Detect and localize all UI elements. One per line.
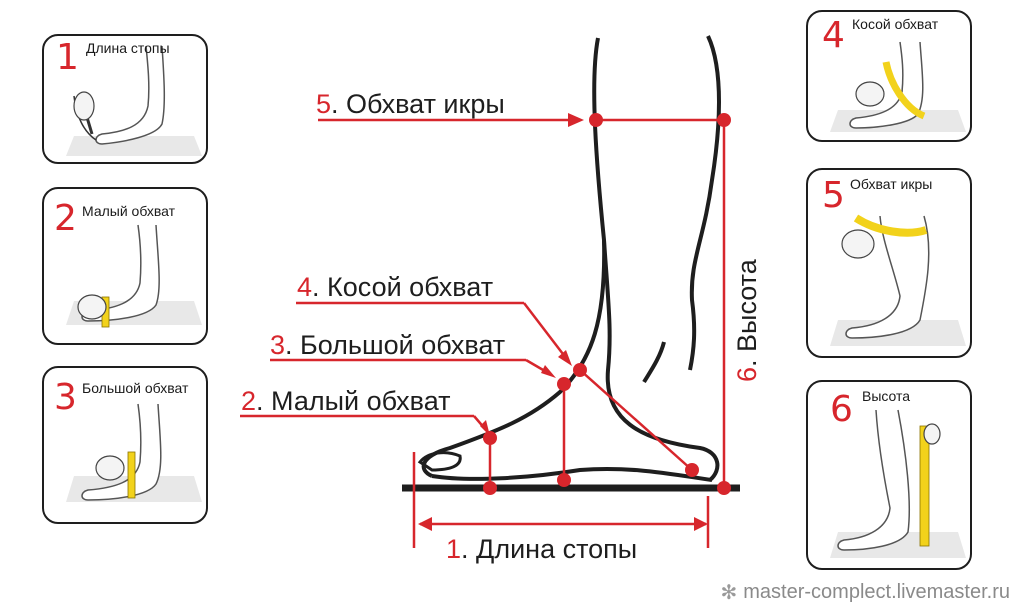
- calf-girth-illustration: [830, 214, 966, 346]
- point-oblique-top: [573, 363, 587, 377]
- point-calf-front: [717, 113, 731, 127]
- card-caption: Косой обхват: [852, 16, 939, 32]
- card-caption: Обхват икры: [850, 176, 933, 192]
- arrowhead: [694, 517, 708, 531]
- foot-length-illustration: [66, 45, 202, 156]
- card-small-girth: 2 Малый обхват: [42, 187, 208, 345]
- label-oblique-girth: 4. Косой обхват: [297, 272, 493, 302]
- point-large-top: [557, 377, 571, 391]
- point-oblique-heel: [685, 463, 699, 477]
- height-illustration: [830, 409, 966, 558]
- arrowhead: [558, 350, 572, 366]
- watermark: ✻ master-complect.livemaster.ru: [720, 580, 1010, 605]
- ankle-mark: [642, 341, 666, 384]
- toe-outline: [417, 451, 462, 472]
- arrowhead: [418, 517, 432, 531]
- label-large-girth: 3. Большой обхват: [270, 330, 505, 360]
- card-number: 5: [822, 175, 845, 216]
- label-foot-length: 1. Длина стопы: [446, 534, 637, 564]
- card-foot-length: 1 Длина стопы: [42, 34, 208, 164]
- card-calf-girth: 5 Обхват икры: [806, 168, 972, 358]
- card-number: 1: [56, 37, 79, 78]
- card-caption: Длина стопы: [86, 40, 170, 56]
- oblique-girth-illustration: [830, 41, 966, 132]
- card-number: 4: [822, 15, 845, 56]
- label-calf-girth: 5. Обхват икры: [316, 89, 505, 119]
- card-oblique-girth: 4 Косой обхват: [806, 10, 972, 142]
- watermark-text: master-complect.livemaster.ru: [743, 581, 1010, 603]
- label-height: 6. Высота: [732, 258, 762, 382]
- card-large-girth: 3 Большой обхват: [42, 366, 208, 524]
- snowflake-icon: ✻: [720, 582, 738, 604]
- card-number: 3: [54, 377, 77, 418]
- arrowhead: [568, 113, 584, 127]
- card-number: 2: [54, 198, 77, 239]
- foot-top-outline: [421, 239, 607, 478]
- card-caption: Высота: [862, 388, 911, 404]
- small-girth-illustration: [66, 224, 202, 328]
- oblique-girth-line: [579, 369, 693, 471]
- leg-back-outline: [592, 37, 720, 482]
- large-girth-illustration: [66, 403, 202, 502]
- leg-front-outline: [688, 35, 721, 371]
- card-height: 6 Высота: [806, 380, 972, 570]
- sole-outline: [431, 466, 713, 482]
- leader-oblique-d: [523, 302, 567, 359]
- point-small-top: [483, 431, 497, 445]
- label-small-girth: 2. Малый обхват: [241, 386, 451, 416]
- point-height-base: [717, 481, 731, 495]
- point-small-bottom: [483, 481, 497, 495]
- card-number: 6: [830, 389, 853, 430]
- card-caption: Малый обхват: [82, 203, 176, 219]
- point-large-bottom: [557, 473, 571, 487]
- arrowhead: [541, 365, 556, 378]
- card-caption: Большой обхват: [82, 380, 189, 396]
- point-calf-back: [589, 113, 603, 127]
